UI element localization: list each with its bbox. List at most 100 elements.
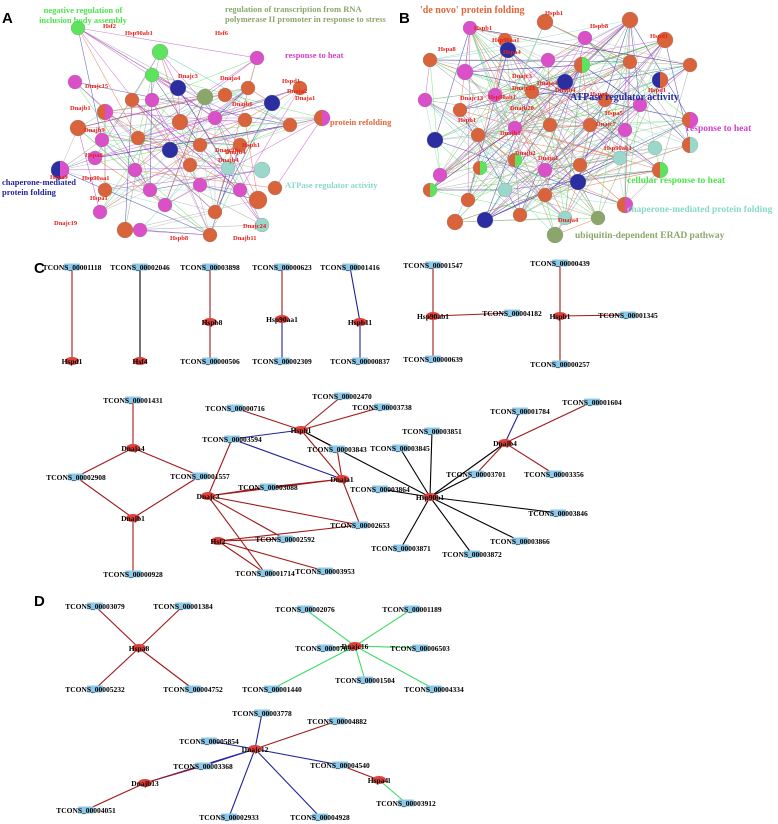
panelB-edge [577,39,666,183]
panelB-gene-label: Dnaja4 [537,80,558,87]
panelC-node-label: TCONS_00002309 [252,357,312,366]
panelA-term-node [130,130,146,146]
panelB-term-node [426,131,444,149]
panelA-term-node [127,162,143,178]
panelB-edge [454,159,516,223]
panelA-edge [99,87,179,213]
panelC-node-label: TCONS_00004182 [482,309,542,318]
panelA-term-node [202,227,218,243]
panelC-node-label: TCONS_00001118 [43,263,102,272]
panelD-edge [144,765,204,784]
panelA-edge [199,144,263,226]
panelC-gene-node [275,315,289,323]
panelC-edge [217,540,266,574]
panelB-edge [519,147,656,216]
panelB-edge [584,37,691,121]
panelA-edge [151,74,216,119]
panelB-edge [514,37,586,161]
panelC-lncrna-node [64,263,80,271]
panelB-edge [429,59,516,129]
panelC-gene-node [126,514,140,522]
panelA-term-label: chaperone-mediated [2,177,76,187]
panelC-node-label: TCONS_00003088 [238,483,298,492]
panelD-node-label: TCONS_00002076 [275,605,335,614]
panelD-node-label: TCONS_00006503 [390,644,450,653]
panelA-term-node [116,221,134,239]
panelB-edge [484,124,551,221]
panelB-edge [484,169,546,221]
panelC-edge [300,429,343,480]
panelC-edge [504,410,521,444]
panelD-gene-node [248,745,262,753]
panelA-term-node [292,80,308,96]
panelC-node-label: TCONS_00003898 [180,263,240,272]
panelA-term-node [232,137,248,153]
panelB-edge [424,99,479,136]
panelC-node-label: Hspb1 [550,312,571,321]
panelB-term-node [577,30,593,46]
panelD-edge [254,748,321,818]
panelB-edge [504,39,581,166]
panelC-gene-node [133,357,147,365]
panelB-term-node [542,117,558,133]
panelC-edge [75,447,134,478]
panelB-edge [429,167,481,191]
panelB-term-node-split [690,112,698,128]
panelB-edge [589,104,641,126]
panelA-edge [189,96,206,166]
panelA-term-node [192,177,208,193]
panelD-edge [354,608,413,647]
panelA-edge [104,111,151,191]
panelB-edge [429,37,586,191]
panelD-edge [94,605,140,649]
panelA-term-node [282,117,298,133]
panelB-term-node-split [660,72,668,88]
panelB-edge [464,71,546,171]
panelD-edge [254,712,263,750]
panelB-edge [484,119,691,221]
panelB-edge [519,169,546,216]
panelD-node-label: TCONS_00004752 [163,685,223,694]
panelC-node-label: TCONS_00001345 [598,311,658,320]
panelB-edge [484,124,591,221]
panelA-edge [151,74,201,146]
panelA-edge [199,144,216,213]
panelC-lncrna-node [392,444,408,452]
panelB-term-node-split [480,161,487,175]
panelC-node-label: Hspd1 [62,357,83,366]
panelB-edge [459,109,621,159]
panelA-gene-label: Hspb8 [170,235,189,242]
panelC-node-label: TCONS_00003845 [370,444,430,453]
panelB-term-node [536,13,554,31]
panelD-lncrna-node [312,813,328,821]
panelC-node-label: TCONS_00000639 [403,355,463,364]
panelD-node-label: TCONS_00005232 [65,685,125,694]
panelB-term-node [647,140,663,156]
panelA-gene-label: Hspa1 [90,195,108,202]
panelC-lncrna-node [260,483,276,491]
panelB-term-node [632,97,648,113]
panelC-lncrna-node [620,311,636,319]
panelA-term-label: regulation of transcription from RNA [225,4,362,14]
panelB-edge [597,19,631,219]
panelA-edge [151,57,258,101]
panelA-edge [104,169,263,191]
panelB-edge [507,49,621,159]
panelB-edge [581,64,591,126]
panelA-term-node [267,180,283,196]
panelB-gene-label: Hspa4 [503,49,521,56]
panelD-node-label: TCONS_00004334 [404,685,464,694]
panelC-gene-node [201,492,215,500]
panelA-term-node [253,161,271,179]
panelA-edge [164,204,211,236]
panelD-lncrna-node [332,761,348,769]
panelC-node-label: TCONS_00003864 [350,485,410,494]
panelB-term-node [452,102,468,118]
panelC-edge [132,447,201,477]
panelA-term-label: response to heat [285,50,344,60]
panelD-lncrna-node [78,806,94,814]
panelB-edge [464,71,691,121]
panelD-node-label: Hspa4l [368,776,391,785]
panelB-edge [429,59,441,176]
